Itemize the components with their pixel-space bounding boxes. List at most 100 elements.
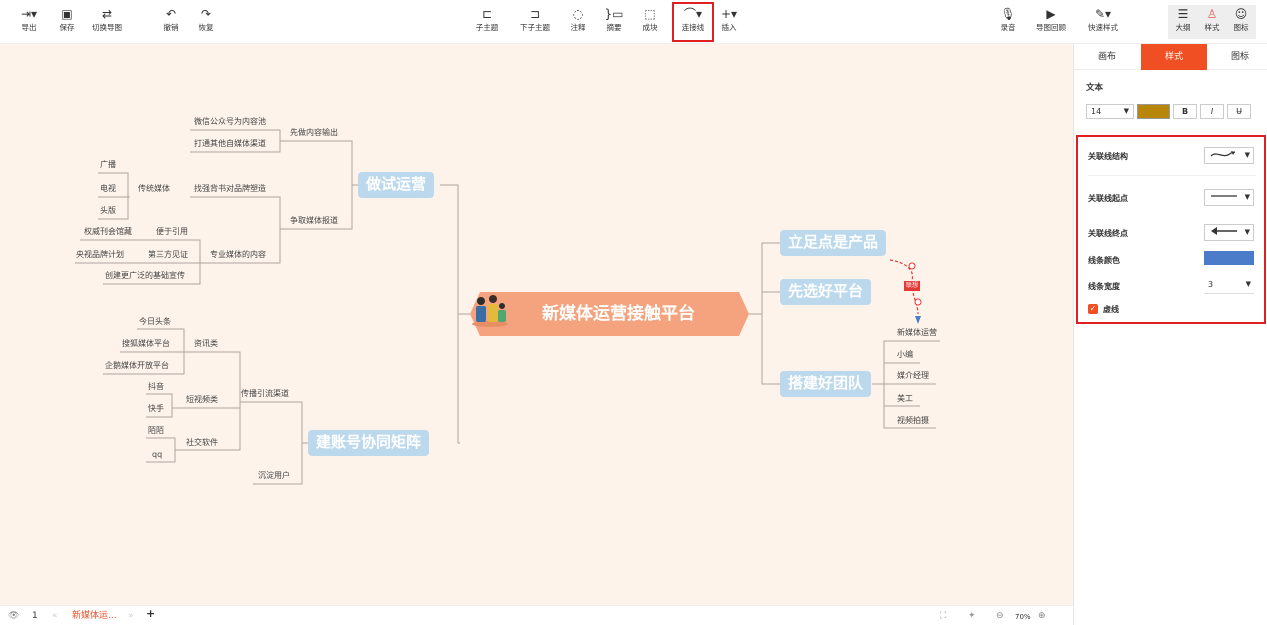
tab-style[interactable]: 样式 [1141, 44, 1207, 70]
node-content-output[interactable]: 先做内容输出 [290, 128, 338, 137]
subtopic-icon: ⊏ [481, 7, 493, 21]
switch-map-button[interactable]: ⇄切换导图 [86, 7, 128, 33]
caret-down-icon: ▼ [1244, 228, 1250, 236]
add-sheet-icon[interactable]: + [146, 607, 156, 620]
tab-canvas[interactable]: 画布 [1097, 52, 1116, 62]
root-shape [470, 292, 749, 336]
style-button[interactable]: ♙样式 [1198, 5, 1226, 39]
node-broad-publicity[interactable]: 创建更广泛的基础宣传 [105, 271, 185, 280]
line-structure-select[interactable]: ▼ [1204, 147, 1254, 164]
zoom-out-icon[interactable]: ⊖ [996, 611, 1004, 621]
boundary-button[interactable]: ⬚成块 [629, 7, 671, 33]
root-topic[interactable]: 新媒体运营接触平台 [470, 292, 749, 336]
fit-screen-icon[interactable]: ⛶ [940, 611, 947, 621]
node-wechat-pool[interactable]: 微信公众号为内容池 [194, 117, 266, 126]
node-new-media-ops[interactable]: 新媒体运营 [897, 328, 937, 337]
insert-button[interactable]: +▾插入 [708, 7, 750, 33]
node-videographer[interactable]: 视频拍摄 [897, 416, 929, 425]
tab-icon[interactable]: 图标 [1230, 52, 1249, 62]
relationship-label[interactable]: 联想 [904, 281, 921, 291]
zoom-level: 70% [1015, 613, 1031, 621]
microphone-icon: 🎙 [1000, 7, 1016, 21]
node-penguin[interactable]: 企鹅媒体开放平台 [105, 361, 169, 370]
node-qq[interactable]: qq [152, 450, 163, 459]
brush-icon: ✎▾ [1094, 7, 1112, 21]
node-authority-archive[interactable]: 权威刊会馆藏 [84, 227, 132, 236]
eye-icon[interactable]: 👁 [8, 611, 20, 621]
node-brand-endorse[interactable]: 找强背书对品牌塑造 [194, 184, 266, 193]
main-toolbar: ⇥▾导出 ▣保存 ⇄切换导图 ↶撤销 ↷恢复 ⊏子主题 ⊐下子主题 ◌注释 }▭… [0, 0, 1267, 44]
relationship-line-button[interactable]: ⌒▾连接线 [672, 2, 714, 42]
node-media-report[interactable]: 争取媒体报道 [290, 216, 338, 225]
node-front-page[interactable]: 头版 [100, 206, 116, 215]
node-cctv-plan[interactable]: 央视品牌计划 [76, 250, 124, 259]
panel-tabs: 画布 样式 图标 [1074, 44, 1267, 70]
node-easy-cite[interactable]: 便于引用 [156, 227, 188, 236]
node-short-video[interactable]: 短视频类 [186, 395, 218, 404]
bottom-bar: 👁 1 « 新媒体运... » + ⛶ ✦ ⊖ 70% ⊕ [0, 605, 1073, 625]
quick-style-button[interactable]: ✎▾快速样式 [1082, 7, 1124, 33]
topic-product-foundation[interactable]: 立足点是产品 [780, 230, 887, 256]
node-radio[interactable]: 广播 [100, 160, 116, 169]
line-end-label: 关联线终点 [1088, 229, 1128, 238]
line-color-swatch[interactable] [1204, 251, 1254, 265]
caret-down-icon: ▼ [1123, 107, 1129, 115]
export-button[interactable]: ⇥▾导出 [8, 7, 50, 33]
node-traffic-channel[interactable]: 传播引流渠道 [241, 389, 289, 398]
locate-icon[interactable]: ✦ [968, 611, 976, 621]
text-color-swatch[interactable] [1137, 104, 1170, 119]
export-icon: ⇥▾ [20, 7, 38, 21]
icon-panel-button[interactable]: ☺图标 [1226, 5, 1256, 39]
line-start-select[interactable]: ▼ [1204, 189, 1254, 206]
save-button[interactable]: ▣保存 [46, 7, 88, 33]
prev-page-icon[interactable]: « [52, 611, 58, 621]
italic-button[interactable]: I [1200, 104, 1224, 119]
outline-button[interactable]: ☰大纲 [1168, 5, 1198, 39]
sheet-tab[interactable]: 新媒体运... [72, 611, 117, 621]
topic-account-matrix[interactable]: 建账号协同矩阵 [308, 430, 430, 456]
node-sohu[interactable]: 搜狐媒体平台 [122, 339, 170, 348]
page-number: 1 [32, 611, 38, 621]
record-button[interactable]: 🎙录音 [987, 7, 1029, 33]
summary-button[interactable]: }▭摘要 [593, 7, 635, 33]
node-third-party[interactable]: 第三方见证 [148, 250, 188, 259]
map-review-button[interactable]: ▶导图回顾 [1030, 7, 1072, 33]
node-social-apps[interactable]: 社交软件 [186, 438, 218, 447]
bold-button[interactable]: B [1173, 104, 1197, 119]
line-width-select[interactable]: 3 ▼ [1204, 277, 1254, 294]
note-button[interactable]: ◌注释 [557, 7, 599, 33]
curve-line-icon [1210, 151, 1236, 157]
zoom-in-icon[interactable]: ⊕ [1038, 611, 1046, 621]
node-other-channels[interactable]: 打通其他自媒体渠道 [194, 139, 266, 148]
node-editor[interactable]: 小编 [897, 350, 913, 359]
node-douyin[interactable]: 抖音 [148, 382, 164, 391]
topic-choose-platform[interactable]: 先选好平台 [780, 279, 872, 305]
font-size-select[interactable]: 14▼ [1086, 104, 1134, 119]
redo-button[interactable]: ↷恢复 [185, 7, 227, 33]
arrow-left-line-icon [1211, 227, 1237, 235]
strikethrough-button[interactable]: U̶ [1227, 104, 1251, 119]
node-retain-users[interactable]: 沉淀用户 [258, 471, 290, 480]
node-momo[interactable]: 陌陌 [148, 426, 164, 435]
node-toutiao[interactable]: 今日头条 [139, 317, 171, 326]
topic-trial-operation[interactable]: 做试运营 [358, 172, 435, 198]
undo-button[interactable]: ↶撤销 [150, 7, 192, 33]
next-page-icon[interactable]: » [128, 611, 134, 621]
node-kuaishou[interactable]: 快手 [148, 404, 164, 413]
node-media-manager[interactable]: 媒介经理 [897, 371, 929, 380]
node-designer[interactable]: 美工 [897, 394, 913, 403]
node-tv[interactable]: 电视 [100, 184, 116, 193]
node-pro-media[interactable]: 专业媒体的内容 [210, 250, 266, 259]
subtopic-button[interactable]: ⊏子主题 [466, 7, 508, 33]
node-news-category[interactable]: 资讯类 [194, 339, 218, 348]
topic-build-team[interactable]: 搭建好团队 [780, 371, 872, 397]
line-end-select[interactable]: ▼ [1204, 224, 1254, 241]
mindmap-canvas[interactable]: 新媒体运营接触平台 做试运营 建账号协同矩阵 立足点是产品 先选好平台 搭建好团… [0, 44, 1073, 605]
dashed-checkbox[interactable]: ✓ [1088, 304, 1098, 314]
node-traditional-media[interactable]: 传统媒体 [138, 184, 170, 193]
line-start-label: 关联线起点 [1088, 194, 1128, 203]
plus-icon: +▾ [720, 7, 738, 21]
child-subtopic-button[interactable]: ⊐下子主题 [514, 7, 556, 33]
save-icon: ▣ [61, 7, 73, 21]
outline-icon: ☰ [1177, 7, 1189, 21]
